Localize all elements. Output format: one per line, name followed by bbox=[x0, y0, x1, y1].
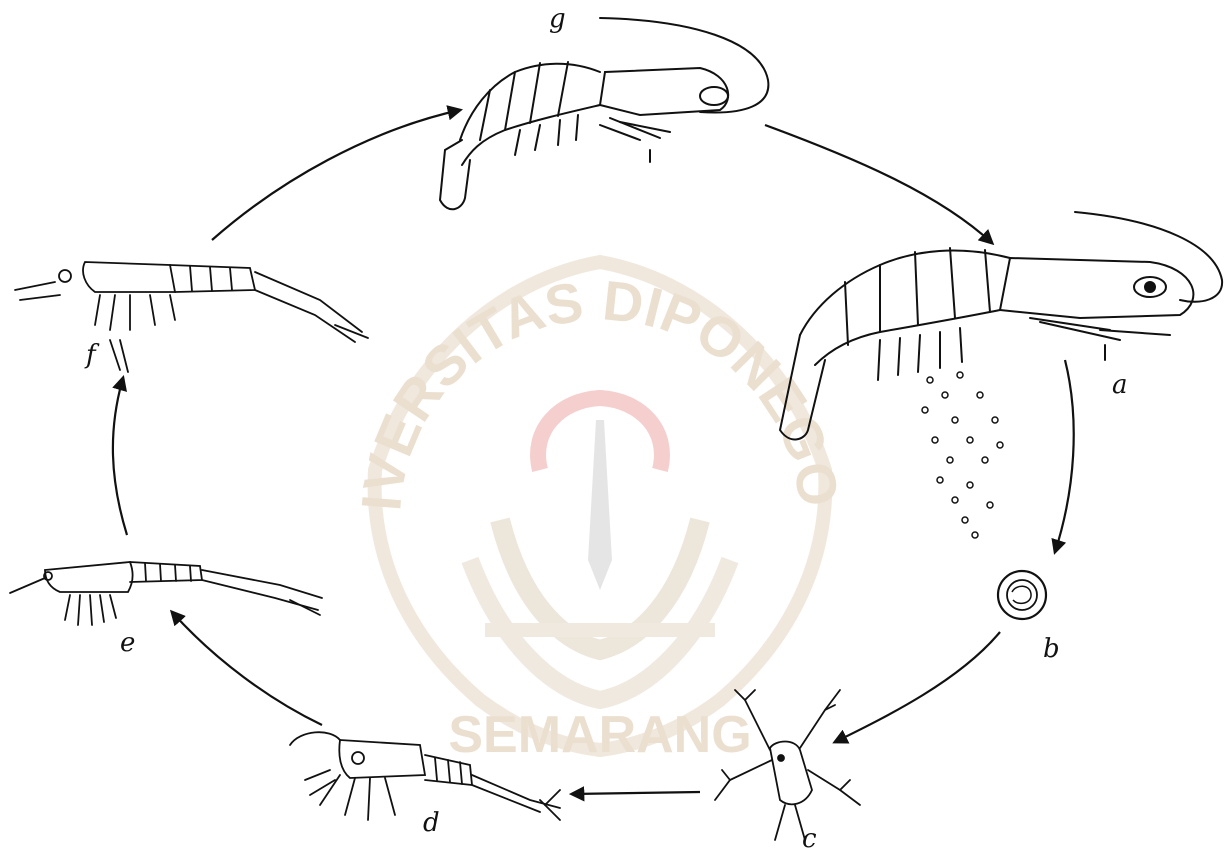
label-stage-g: g bbox=[549, 6, 566, 32]
stage-b-egg bbox=[998, 571, 1046, 619]
label-stage-c: c bbox=[802, 826, 817, 852]
arrow-g-to-a bbox=[765, 125, 992, 243]
arrow-f-to-g bbox=[212, 110, 460, 240]
label-stage-b: b bbox=[1043, 636, 1060, 662]
arrow-d-to-e bbox=[172, 612, 322, 725]
label-stage-a: a bbox=[1112, 372, 1128, 398]
stage-g-juvenile bbox=[440, 18, 768, 209]
stage-e-mysis bbox=[10, 562, 322, 625]
label-stage-f: f bbox=[86, 342, 96, 368]
stage-f-postlarva bbox=[15, 262, 368, 372]
label-stage-e: e bbox=[120, 630, 135, 656]
label-stage-d: d bbox=[423, 810, 440, 836]
watermark-bottom-text: SEMARANG bbox=[448, 706, 751, 764]
arrow-b-to-c bbox=[835, 632, 1000, 742]
watermark-arc-text: UNIVERSITAS DIPONEGORO bbox=[0, 0, 851, 513]
arrow-e-to-f bbox=[113, 378, 127, 535]
arrow-c-to-d bbox=[572, 792, 700, 794]
watermark-emblem bbox=[470, 398, 730, 700]
arrow-a-to-b bbox=[1055, 360, 1074, 552]
